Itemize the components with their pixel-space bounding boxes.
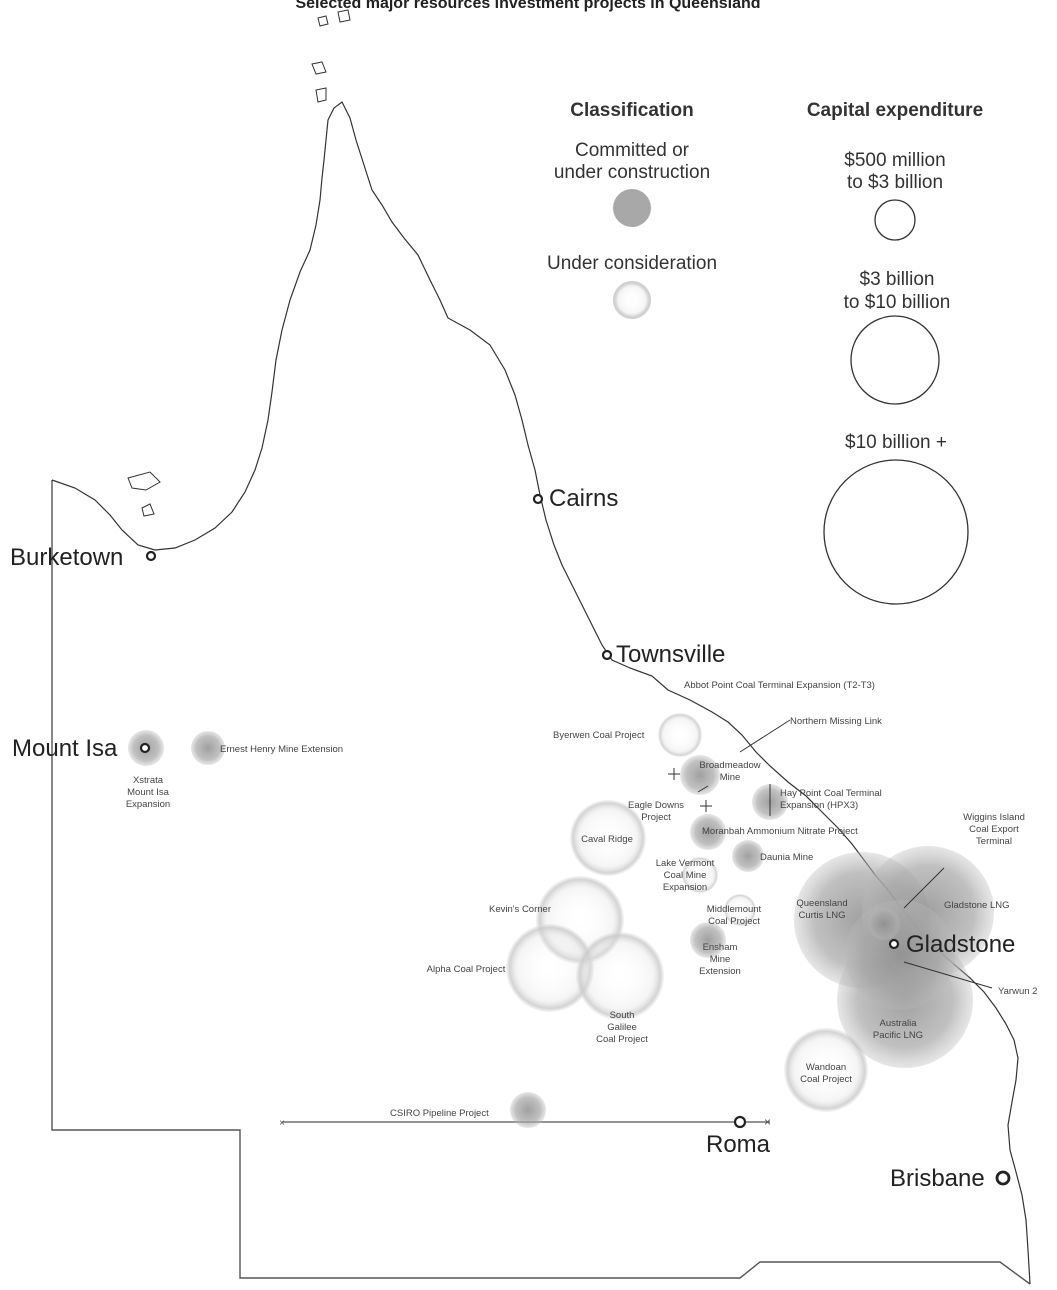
legend-capex-small-label: to $3 billion	[847, 172, 943, 193]
label-south-galilee: Galilee	[607, 1022, 637, 1033]
label-byerwen: Byerwen Coal Project	[553, 730, 645, 741]
bubble-ensham[interactable]	[690, 922, 726, 958]
city-label-townsville: Townsville	[616, 641, 725, 668]
legend-committed-label: under construction	[554, 162, 710, 183]
label-wiggins: Coal Export	[969, 824, 1019, 835]
bubble-wandoan[interactable]	[784, 1028, 868, 1112]
label-hay-point: Hay Point Coal Terminal	[780, 788, 882, 799]
bubble-middlemount[interactable]	[724, 894, 756, 926]
legend-committed-swatch	[613, 189, 651, 227]
label-xstrata: Expansion	[126, 799, 170, 810]
label-xstrata: Mount Isa	[127, 787, 169, 798]
label-south-galilee: Coal Project	[596, 1034, 648, 1045]
city-label-brisbane: Brisbane	[890, 1165, 985, 1192]
label-hay-point: Expansion (HPX3)	[780, 800, 858, 811]
label-wandoan: Coal Project	[800, 1074, 852, 1085]
label-caval-ridge: Caval Ridge	[581, 834, 633, 845]
city-marker-townsville	[601, 649, 613, 661]
city-marker-roma	[733, 1115, 747, 1129]
label-eagle-downs: Eagle Downs	[628, 800, 684, 811]
label-lake-vermont: Lake Vermont	[656, 858, 715, 869]
pipeline-end-marker: ×	[279, 1118, 285, 1129]
label-northern-missing-link: Northern Missing Link	[790, 716, 882, 727]
bubble-south-galilee[interactable]	[576, 932, 664, 1020]
bubble-caval-ridge[interactable]	[570, 800, 646, 876]
legend-consideration-swatch	[613, 281, 651, 319]
legend-capex-medium-circle	[850, 315, 940, 405]
label-australia-pacific: Pacific LNG	[873, 1030, 923, 1041]
label-csiro: CSIRO Pipeline Project	[390, 1108, 489, 1119]
label-south-galilee: South	[610, 1010, 635, 1021]
label-wiggins: Terminal	[976, 836, 1012, 847]
projects-under-consideration	[506, 713, 868, 1112]
legend-committed-label: Committed or	[575, 140, 690, 161]
label-yarwun: Yarwun 2	[998, 986, 1037, 997]
city-label-gladstone: Gladstone	[906, 931, 1015, 958]
city-marker-cairns	[532, 493, 544, 505]
city-markers	[139, 493, 1011, 1186]
label-abbot-point: Abbot Point Coal Terminal Expansion (T2-…	[684, 680, 875, 691]
bubble-lake-vermont[interactable]	[682, 857, 718, 893]
city-marker-mount-isa	[139, 742, 151, 754]
label-ensham: Extension	[699, 966, 741, 977]
city-label-burketown: Burketown	[10, 544, 123, 571]
label-kevins-corner: Kevin's Corner	[489, 904, 551, 915]
label-middlemount: Middlemount	[707, 904, 762, 915]
city-label-mount-isa: Mount Isa	[12, 735, 118, 762]
label-xstrata: Xstrata	[133, 775, 164, 786]
bubble-moranbah[interactable]	[690, 814, 726, 850]
label-eagle-downs: Project	[641, 812, 671, 823]
map-annotations	[668, 719, 993, 989]
map-title: Selected major resources investment proj…	[295, 0, 760, 12]
bubble-byerwen[interactable]	[658, 713, 702, 757]
legend-capex-heading: Capital expenditure	[807, 100, 983, 121]
label-gladstone-lng: Gladstone LNG	[944, 900, 1009, 911]
legend-capex-small-label: $500 million	[844, 150, 945, 171]
island	[317, 15, 329, 27]
bubble-ernest-henry[interactable]	[191, 731, 225, 765]
project-labels: Abbot Point Coal Terminal Expansion (T2-…	[126, 680, 1038, 1119]
label-ensham: Ensham	[703, 942, 738, 953]
bubble-alpha[interactable]	[506, 924, 594, 1012]
bubble-wiggins[interactable]	[868, 908, 900, 940]
city-marker-brisbane	[995, 1170, 1011, 1186]
label-alpha: Alpha Coal Project	[427, 964, 506, 975]
legend-capex-large-circle	[823, 459, 969, 605]
bubble-daunia[interactable]	[732, 840, 764, 872]
label-wandoan: Wandoan	[806, 1062, 846, 1073]
city-label-roma: Roma	[706, 1131, 771, 1158]
island	[141, 503, 155, 517]
legend-capex-medium-label: to $10 billion	[844, 292, 951, 313]
label-australia-pacific: Australia	[880, 1018, 918, 1029]
bubble-csiro[interactable]	[510, 1092, 546, 1128]
label-wiggins: Wiggins Island	[963, 812, 1025, 823]
label-moranbah: Moranbah Ammonium Nitrate Project	[702, 826, 858, 837]
island	[127, 471, 161, 491]
label-ernest-henry: Ernest Henry Mine Extension	[220, 744, 343, 755]
legend-capex-medium-label: $3 billion	[860, 269, 935, 290]
label-lake-vermont: Coal Mine	[664, 870, 707, 881]
legend-capex-small-circle	[874, 199, 916, 241]
pipeline-end-marker: ×	[764, 1115, 771, 1129]
label-broadmeadow: Broadmeadow	[699, 760, 760, 771]
legend-capex-large-label: $10 billion +	[845, 432, 947, 453]
label-lake-vermont: Expansion	[663, 882, 707, 893]
legend-classification-heading: Classification	[570, 100, 694, 121]
city-label-cairns: Cairns	[549, 485, 618, 512]
city-marker-gladstone	[888, 938, 900, 950]
city-marker-burketown	[145, 550, 157, 562]
island	[315, 87, 327, 103]
legend-consideration-label: Under consideration	[547, 253, 717, 274]
state-border	[51, 480, 1031, 1285]
island	[311, 61, 327, 75]
label-daunia: Daunia Mine	[760, 852, 813, 863]
label-broadmeadow: Mine	[720, 772, 741, 783]
bubble-broadmeadow[interactable]	[680, 755, 720, 795]
label-queensland-curtis: Queensland	[796, 898, 847, 909]
label-queensland-curtis: Curtis LNG	[799, 910, 846, 921]
label-middlemount: Coal Project	[708, 916, 760, 927]
island	[337, 9, 351, 23]
label-ensham: Mine	[710, 954, 731, 965]
